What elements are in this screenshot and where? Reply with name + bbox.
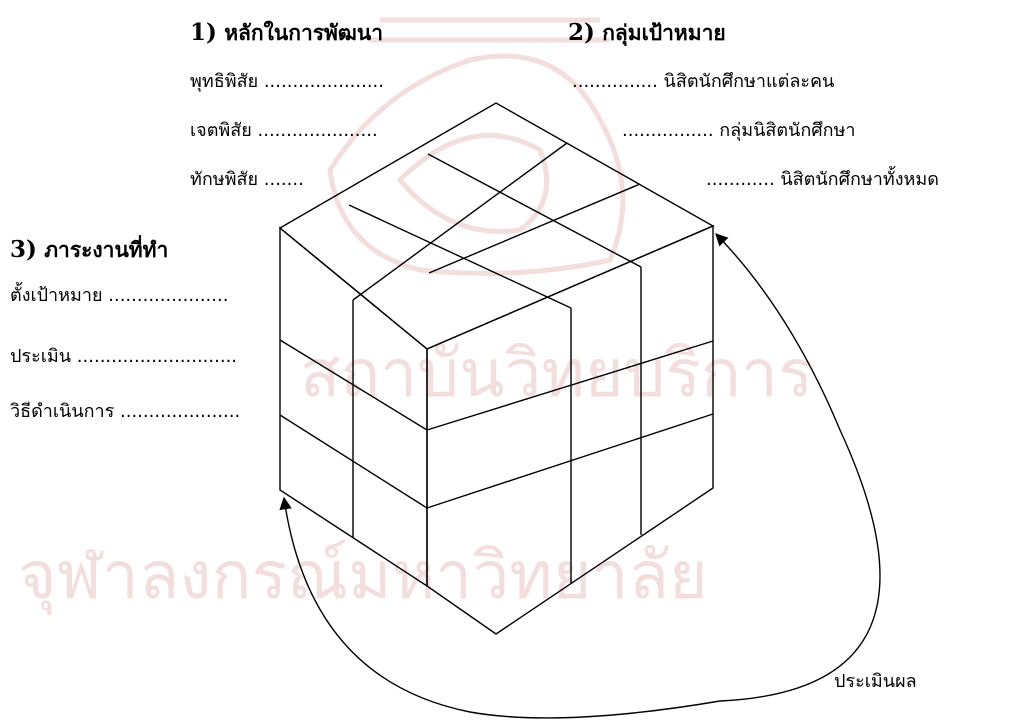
heading-target-groups-number: 2)	[568, 19, 595, 46]
heading-tasks-number: 3)	[10, 236, 37, 263]
cube-top-face	[278, 102, 715, 350]
cube-left-hline-1	[279, 339, 428, 431]
evaluate-label: ประเมินผล	[834, 671, 917, 692]
cube-left-face	[279, 226, 428, 588]
task-evaluation: ประเมิน ............................	[10, 346, 238, 367]
heading-target-groups-text: กลุ่มเป้าหมาย	[602, 21, 726, 45]
target-group: ................ กลุ่มนิสิตนักศึกษา	[622, 120, 856, 141]
target-individual: ............... นิสิตนักศึกษาแต่ละคน	[572, 71, 835, 92]
heading-principles-text: หลักในการพัฒนา	[224, 21, 383, 45]
cube-top-line-3	[352, 142, 568, 301]
heading-target-groups: 2) กลุ่มเป้าหมาย	[568, 20, 726, 46]
cube-top-line-1	[427, 153, 642, 268]
heading-principles-number: 1)	[190, 19, 217, 46]
heading-tasks-text: ภาระงานที่ทำ	[44, 238, 169, 262]
arrow-to-cube-left-icon	[279, 496, 721, 719]
target-all: ............ นิสิตนักศึกษาทั้งหมด	[706, 169, 939, 190]
heading-principles: 1) หลักในการพัฒนา	[190, 20, 383, 46]
cube-top-line-4	[428, 183, 641, 274]
arrow-to-cube-right-icon	[715, 233, 881, 702]
principle-cognitive: พุทธิพิสัย .....................	[190, 71, 384, 92]
cube-left-hline-2	[279, 414, 428, 509]
cube-right-face	[426, 224, 714, 635]
evaluation-cycle-arrows	[279, 233, 881, 719]
heading-tasks: 3) ภาระงานที่ทำ	[10, 237, 168, 263]
principle-affective: เจตพิสัย .....................	[190, 120, 378, 141]
cube-right-outline	[426, 224, 714, 635]
cube-right-hline-2	[426, 413, 714, 509]
principle-psychomotor: ทักษพิสัย .......	[190, 169, 304, 190]
task-method: วิธีดำเนินการ .....................	[10, 401, 241, 422]
task-goal-setting: ตั้งเป้าหมาย .....................	[10, 285, 229, 306]
cube-top-line-2	[348, 204, 572, 309]
cube-right-hline-1	[426, 340, 714, 431]
cube-top-outline	[278, 102, 715, 350]
